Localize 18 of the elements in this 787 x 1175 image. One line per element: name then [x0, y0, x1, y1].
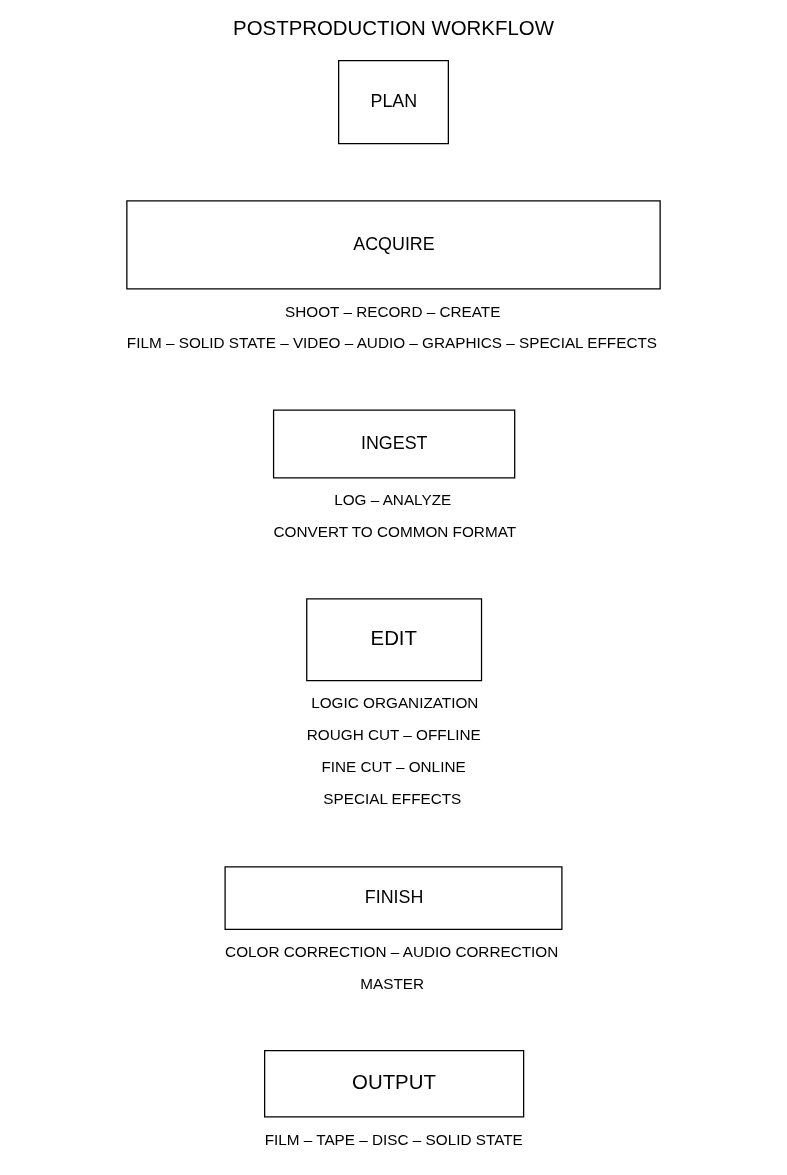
node-box: FINISH [224, 866, 563, 931]
node-label: FILM – TAPE – DISC – SOLID STATE [264, 1130, 523, 1148]
node-box: ACQUIRE [126, 200, 661, 290]
node-label: CONVERT TO COMMON FORMAT [273, 523, 517, 541]
node-label: LOG – ANALYZE [334, 491, 452, 509]
node-label: FILM – SOLID STATE – VIDEO – AUDIO – GRAPHICS – SPECIAL EFFECTS [126, 334, 658, 352]
diagram-title: POSTPRODUCTION WORKFLOW [233, 17, 554, 40]
node-label: COLOR CORRECTION – AUDIO CORRECTION [225, 942, 559, 960]
node-label: ROUGH CUT – OFFLINE [306, 726, 481, 744]
node-box: PLAN [338, 59, 449, 145]
node-label: FINE CUT – ONLINE [321, 757, 466, 775]
node-box: EDIT [306, 598, 483, 682]
node-label: SHOOT – RECORD – CREATE [285, 302, 501, 320]
node-label: MASTER [360, 974, 425, 992]
node-label: SPECIAL EFFECTS [323, 789, 462, 807]
node-box: INGEST [272, 409, 516, 479]
node-box: OUTPUT [264, 1049, 525, 1118]
node-label: LOGIC ORGANIZATION [311, 694, 479, 712]
